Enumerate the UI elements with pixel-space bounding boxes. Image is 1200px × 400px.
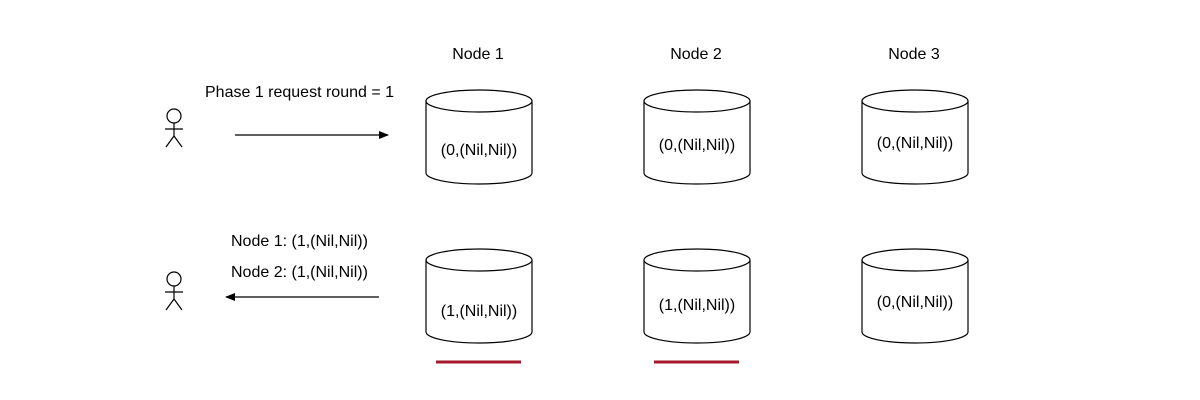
node-2-state-before: (0,(Nil,Nil)) [659, 137, 735, 154]
request-label: Phase 1 request round = 1 [205, 84, 394, 101]
node-3-database-after: (0,(Nil,Nil)) [861, 248, 969, 344]
node-2-database-before: (0,(Nil,Nil)) [643, 89, 751, 185]
client-icon-bottom [165, 271, 183, 311]
node-1-database-after: (1,(Nil,Nil)) [425, 248, 533, 344]
node-1-header: Node 1 [452, 46, 504, 63]
node-2-database-after: (1,(Nil,Nil)) [643, 248, 751, 344]
node-3-header: Node 3 [888, 46, 940, 63]
node-3-database-before: (0,(Nil,Nil)) [861, 89, 969, 185]
node-3-state-before: (0,(Nil,Nil)) [877, 135, 953, 152]
client-icon-top [165, 108, 183, 148]
response-node-1-label: Node 1: (1,(Nil,Nil)) [231, 233, 368, 250]
node-3-state-after: (0,(Nil,Nil)) [877, 294, 953, 311]
node-1-state-before: (0,(Nil,Nil)) [441, 142, 517, 159]
node-1-database-before: (0,(Nil,Nil)) [425, 89, 533, 185]
response-node-2-label: Node 2: (1,(Nil,Nil)) [231, 264, 368, 281]
node-2-state-after: (1,(Nil,Nil)) [659, 297, 735, 314]
node-1-state-after: (1,(Nil,Nil)) [441, 303, 517, 320]
node-2-header: Node 2 [670, 46, 722, 63]
